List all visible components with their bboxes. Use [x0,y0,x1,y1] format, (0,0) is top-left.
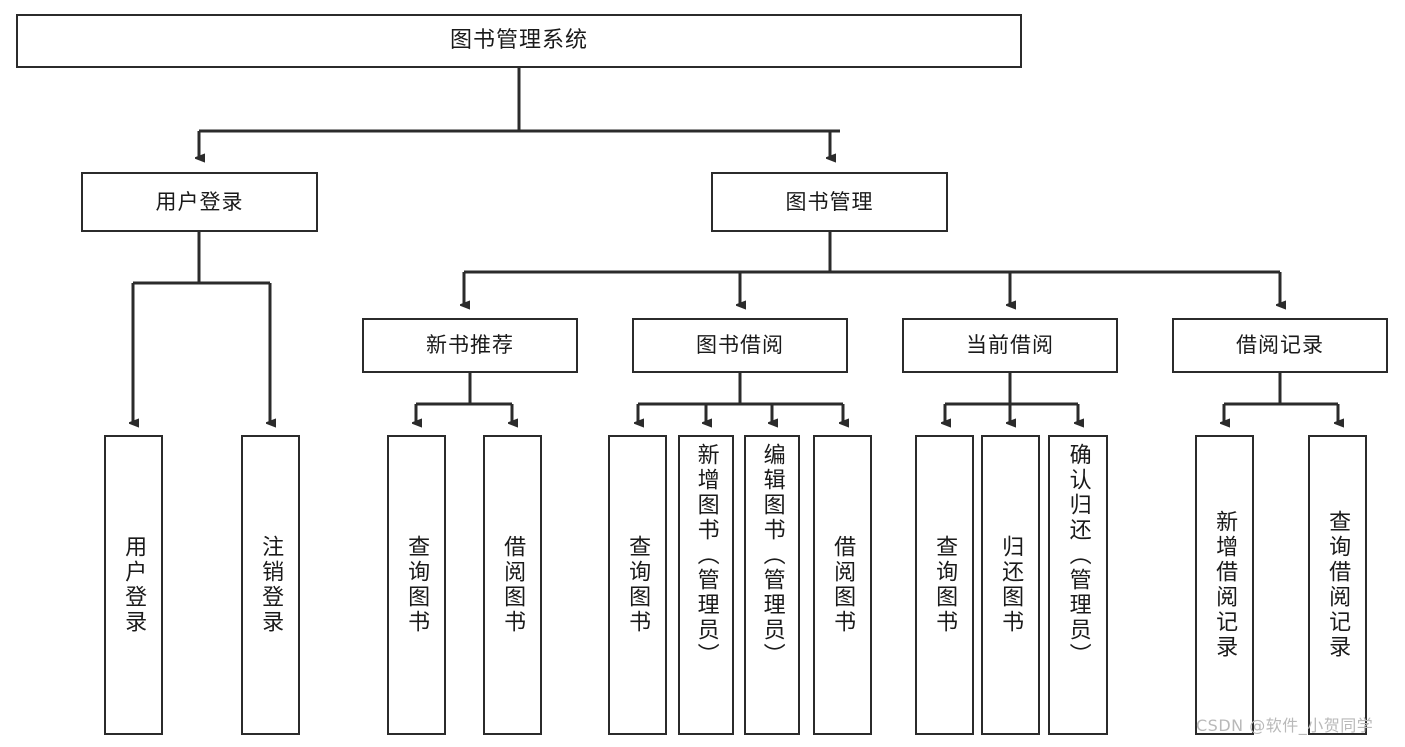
leaf-borrow-book-2[interactable]: 借阅图书 [813,435,872,735]
leaf-text-wrap: 注销登录 [243,437,298,733]
node-book-borrow[interactable]: 图书借阅 [632,318,848,373]
node-current-borrow[interactable]: 当前借阅 [902,318,1118,373]
node-label: 借阅图书 [830,535,856,635]
leaf-confirm-return[interactable]: 确认归还（管理员） [1048,435,1108,735]
leaf-user-login[interactable]: 用户登录 [104,435,163,735]
watermark: CSDN @软件_小贺同学 [1196,716,1374,735]
leaf-query-record[interactable]: 查询借阅记录 [1308,435,1367,735]
node-label: 编辑图书（管理员） [759,443,785,668]
leaf-logout[interactable]: 注销登录 [241,435,300,735]
leaf-text-wrap: 查询借阅记录 [1310,437,1365,733]
node-label: 查询图书 [625,535,651,635]
node-label: 借阅记录 [1236,333,1324,358]
leaf-text-wrap: 新增图书（管理员） [680,437,732,733]
leaf-text-wrap: 借阅图书 [485,437,540,733]
node-label: 图书管理系统 [449,28,588,54]
node-label: 图书管理 [785,189,874,214]
node-book-management[interactable]: 图书管理 [711,172,948,232]
leaf-text-wrap: 编辑图书（管理员） [746,437,798,733]
node-label: 查询借阅记录 [1325,510,1351,660]
leaf-text-wrap: 用户登录 [106,437,161,733]
leaf-query-book-3[interactable]: 查询图书 [915,435,974,735]
leaf-add-book[interactable]: 新增图书（管理员） [678,435,734,735]
leaf-text-wrap: 查询图书 [917,437,972,733]
leaf-edit-book[interactable]: 编辑图书（管理员） [744,435,800,735]
leaf-text-wrap: 查询图书 [610,437,665,733]
node-label: 注销登录 [258,535,284,635]
node-label: 当前借阅 [966,333,1054,358]
node-label: 用户登录 [155,189,244,214]
node-borrow-record[interactable]: 借阅记录 [1172,318,1388,373]
leaf-text-wrap: 借阅图书 [815,437,870,733]
node-root[interactable]: 图书管理系统 [16,14,1022,68]
node-label: 借阅图书 [500,535,526,635]
leaf-return-book[interactable]: 归还图书 [981,435,1040,735]
leaf-add-record[interactable]: 新增借阅记录 [1195,435,1254,735]
node-label: 查询图书 [404,535,430,635]
leaf-text-wrap: 确认归还（管理员） [1050,437,1106,733]
leaf-text-wrap: 查询图书 [389,437,444,733]
node-label: 归还图书 [998,535,1024,635]
node-label: 新增图书（管理员） [693,443,719,668]
node-label: 确认归还（管理员） [1065,443,1091,668]
node-label: 用户登录 [121,535,147,635]
node-label: 图书借阅 [696,333,784,358]
node-label: 新增借阅记录 [1212,510,1238,660]
leaf-text-wrap: 新增借阅记录 [1197,437,1252,733]
node-user-login[interactable]: 用户登录 [81,172,318,232]
leaf-query-book-2[interactable]: 查询图书 [608,435,667,735]
leaf-text-wrap: 归还图书 [983,437,1038,733]
node-label: 新书推荐 [426,333,514,358]
leaf-borrow-book-1[interactable]: 借阅图书 [483,435,542,735]
node-new-book-recommend[interactable]: 新书推荐 [362,318,578,373]
node-label: 查询图书 [932,535,958,635]
leaf-query-book-1[interactable]: 查询图书 [387,435,446,735]
